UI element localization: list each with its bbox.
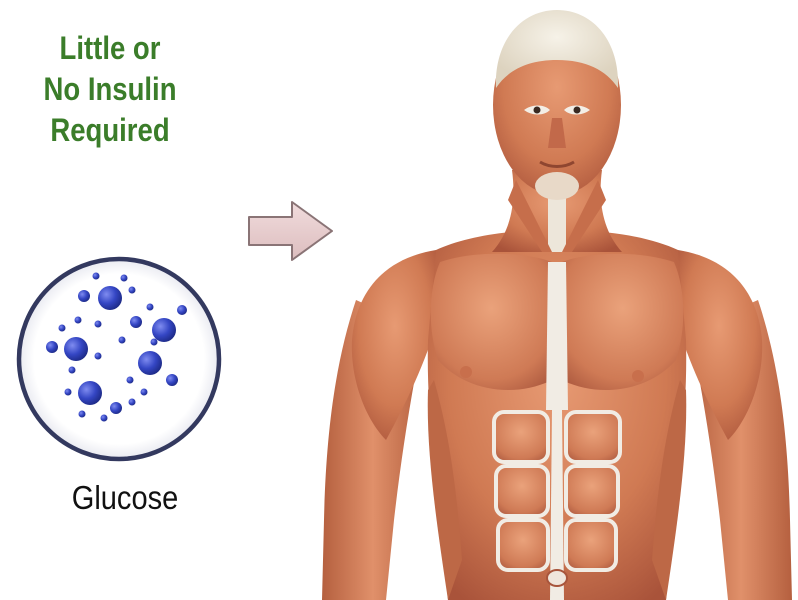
headline: Little or No Insulin Required xyxy=(24,28,196,151)
glucose-label: Glucose xyxy=(41,478,208,518)
headline-line-2: No Insulin xyxy=(24,69,196,110)
human-muscle-anatomy-illustration xyxy=(316,0,798,600)
headline-line-1: Little or xyxy=(24,28,196,69)
glucose-molecules-icon xyxy=(12,252,227,467)
headline-line-3: Required xyxy=(24,110,196,151)
